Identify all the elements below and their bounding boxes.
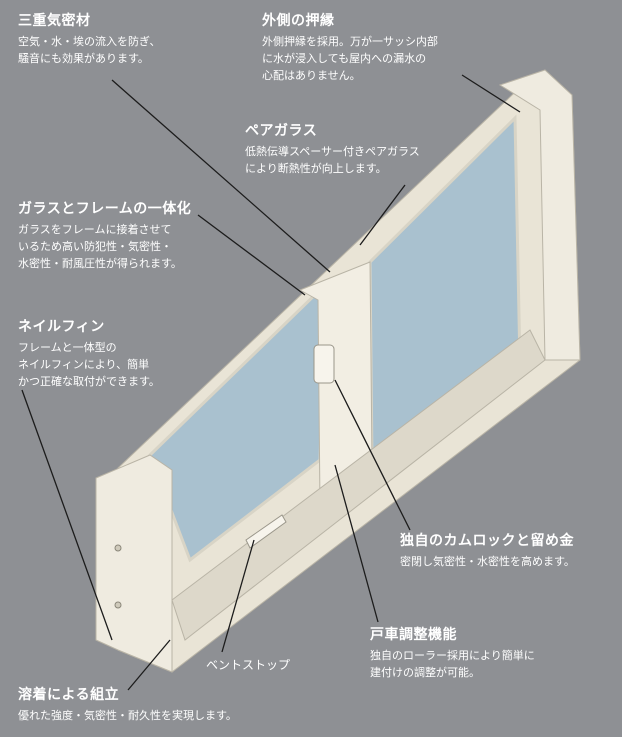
leader-triple-seal	[111, 79, 331, 273]
callout-line: ガラスをフレームに接着させて	[18, 223, 172, 236]
leader-glass-frame	[197, 214, 306, 296]
callout-line: 心配はありません。	[262, 69, 361, 82]
left-jamb	[95, 454, 173, 673]
callout-glass-frame: ガラスとフレームの一体化 ガラスをフレームに接着させて いるため高い防犯性・気密…	[18, 200, 191, 272]
callout-cam-lock: 独自のカムロックと留め金 密閉し気密性・水密性を高めます。	[400, 532, 575, 570]
callout-line: 独自のローラー採用により簡単に	[370, 649, 535, 662]
screw	[114, 601, 122, 609]
callout-triple-seal: 三重気密材 空気・水・埃の流入を防ぎ、 騒音にも効果があります。	[18, 12, 160, 67]
callout-title: ガラスとフレームの一体化	[18, 201, 192, 217]
callout-pair-glass: ペアガラス 低熱伝導スペーサー付きペアガラス により断熱性が向上します。	[245, 122, 420, 177]
callout-line: に水が浸入しても屋内への漏水の	[262, 52, 427, 65]
callout-title: 戸車調整機能	[370, 627, 457, 643]
callout-line: 優れた強度・気密性・耐久性を実現します。	[18, 709, 237, 722]
leader-pair-glass	[359, 184, 406, 246]
callout-title: 三重気密材	[18, 13, 91, 29]
callout-title: 独自のカムロックと留め金	[400, 533, 574, 549]
callout-title: ペアガラス	[245, 123, 318, 139]
callout-line: かつ正確な取付ができます。	[18, 375, 160, 388]
callout-line: フレームと一体型の	[18, 341, 117, 354]
callout-line: いるため高い防犯性・気密性・	[18, 240, 172, 253]
callout-title: 外側の押縁	[262, 13, 335, 29]
leader-roller	[334, 464, 379, 623]
callout-line: 空気・水・埃の流入を防ぎ、	[18, 35, 161, 48]
leader-welded	[127, 639, 171, 691]
cam-lock[interactable]	[313, 344, 335, 384]
callout-line: 低熱伝導スペーサー付きペアガラス	[245, 145, 420, 158]
callout-welded: 溶着による組立 優れた強度・気密性・耐久性を実現します。	[18, 686, 237, 724]
callout-line: 外側押縁を採用。万が一サッシ内部	[262, 35, 438, 48]
callout-line: 水密性・耐風圧性が得られます。	[18, 257, 182, 270]
screw	[114, 544, 122, 552]
vent-stop[interactable]	[245, 514, 287, 549]
callout-line: ネイルフィンにより、簡単	[18, 358, 150, 371]
callout-outer-bead: 外側の押縁 外側押縁を採用。万が一サッシ内部 に水が浸入しても屋内への漏水の 心…	[262, 12, 438, 84]
callout-title: ネイルフィン	[18, 319, 105, 335]
right-jamb	[498, 69, 581, 361]
callout-line: により断熱性が向上します。	[245, 162, 387, 175]
callout-line: 建付けの調整が可能。	[370, 666, 480, 679]
leader-nail-fin	[21, 389, 113, 641]
callout-roller: 戸車調整機能 独自のローラー採用により簡単に 建付けの調整が可能。	[370, 626, 535, 681]
callout-title: 溶着による組立	[18, 687, 120, 703]
callout-nail-fin: ネイルフィン フレームと一体型の ネイルフィンにより、簡単 かつ正確な取付ができ…	[18, 318, 160, 390]
leader-outer-bead	[461, 74, 521, 113]
leader-cam-lock	[334, 379, 411, 531]
leader-vent-stop	[221, 539, 255, 653]
label-vent-stop: ベントストップ	[206, 658, 291, 672]
callout-line: 密閉し気密性・水密性を高めます。	[400, 555, 575, 568]
callout-line: 騒音にも効果があります。	[18, 52, 149, 65]
